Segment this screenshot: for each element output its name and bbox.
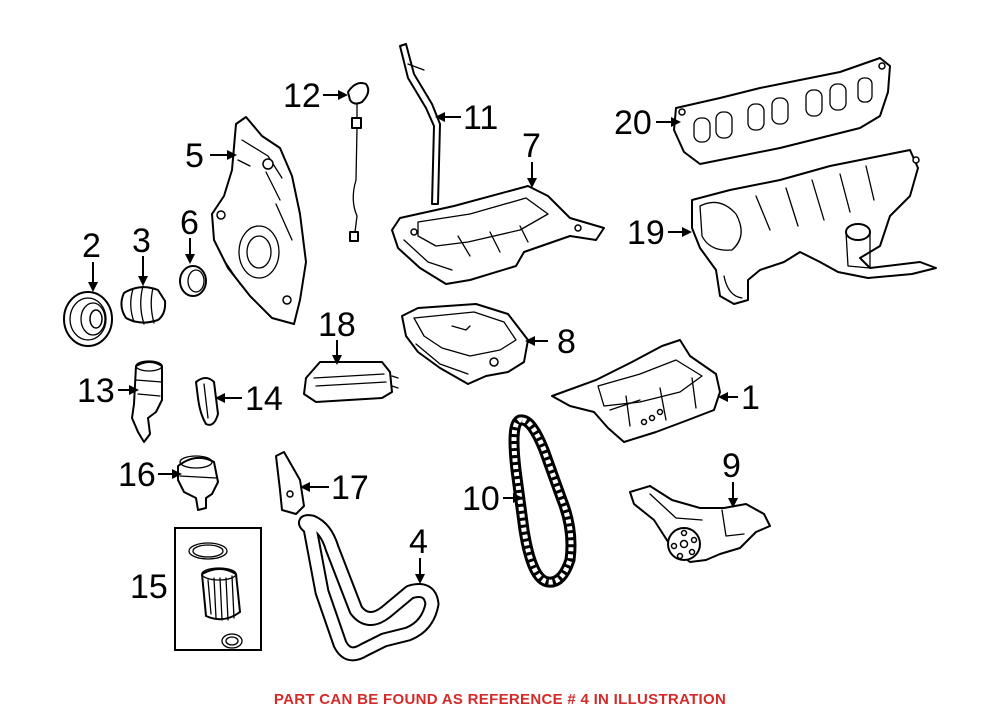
timing-chain bbox=[508, 414, 577, 588]
crankshaft-seal bbox=[179, 265, 207, 297]
callout-6: 6 bbox=[180, 204, 199, 242]
reference-caption: PART CAN BE FOUND AS REFERENCE # 4 IN IL… bbox=[273, 691, 727, 708]
callout-16: 16 bbox=[118, 456, 156, 494]
callout-20: 20 bbox=[614, 104, 652, 142]
callout-15: 15 bbox=[130, 568, 168, 606]
callout-17: 17 bbox=[331, 469, 369, 507]
oil-baffle bbox=[551, 339, 721, 443]
callout-12: 12 bbox=[283, 77, 321, 115]
timing-cover bbox=[211, 116, 307, 325]
dipstick-tube bbox=[399, 43, 441, 205]
callout-2: 2 bbox=[82, 227, 101, 265]
oil-filter-kit bbox=[174, 527, 262, 651]
callout-4: 4 bbox=[409, 523, 428, 561]
callouts: 1 2 3 4 5 6 7 8 9 10 11 12 13 14 15 16 1… bbox=[77, 77, 760, 606]
oil-filter-cap bbox=[177, 455, 219, 511]
callout-19: 19 bbox=[627, 214, 665, 252]
intake-gasket bbox=[673, 57, 891, 165]
control-module bbox=[303, 361, 399, 403]
oring-gasket bbox=[195, 377, 219, 426]
callout-10: 10 bbox=[462, 480, 500, 518]
callout-9: 9 bbox=[722, 447, 741, 485]
callout-5: 5 bbox=[185, 137, 204, 175]
drive-belt bbox=[298, 514, 440, 662]
callout-14: 14 bbox=[245, 380, 283, 418]
oil-level-sensor bbox=[131, 360, 163, 443]
oil-dipstick bbox=[347, 82, 370, 242]
callout-8: 8 bbox=[557, 323, 576, 361]
callout-7: 7 bbox=[522, 127, 541, 165]
crankshaft-pulley bbox=[63, 291, 113, 347]
callout-11: 11 bbox=[463, 99, 498, 137]
crankshaft-sleeve bbox=[120, 285, 167, 325]
mounting-bracket bbox=[275, 451, 305, 515]
oil-pump bbox=[629, 485, 771, 563]
callout-18: 18 bbox=[318, 306, 356, 344]
callout-1: 1 bbox=[741, 379, 760, 417]
upper-oil-pan bbox=[391, 185, 605, 285]
intake-manifold bbox=[691, 149, 937, 305]
callout-13: 13 bbox=[77, 372, 115, 410]
leader-lines bbox=[88, 90, 738, 584]
callout-3: 3 bbox=[132, 222, 151, 260]
lower-oil-pan bbox=[401, 303, 529, 385]
